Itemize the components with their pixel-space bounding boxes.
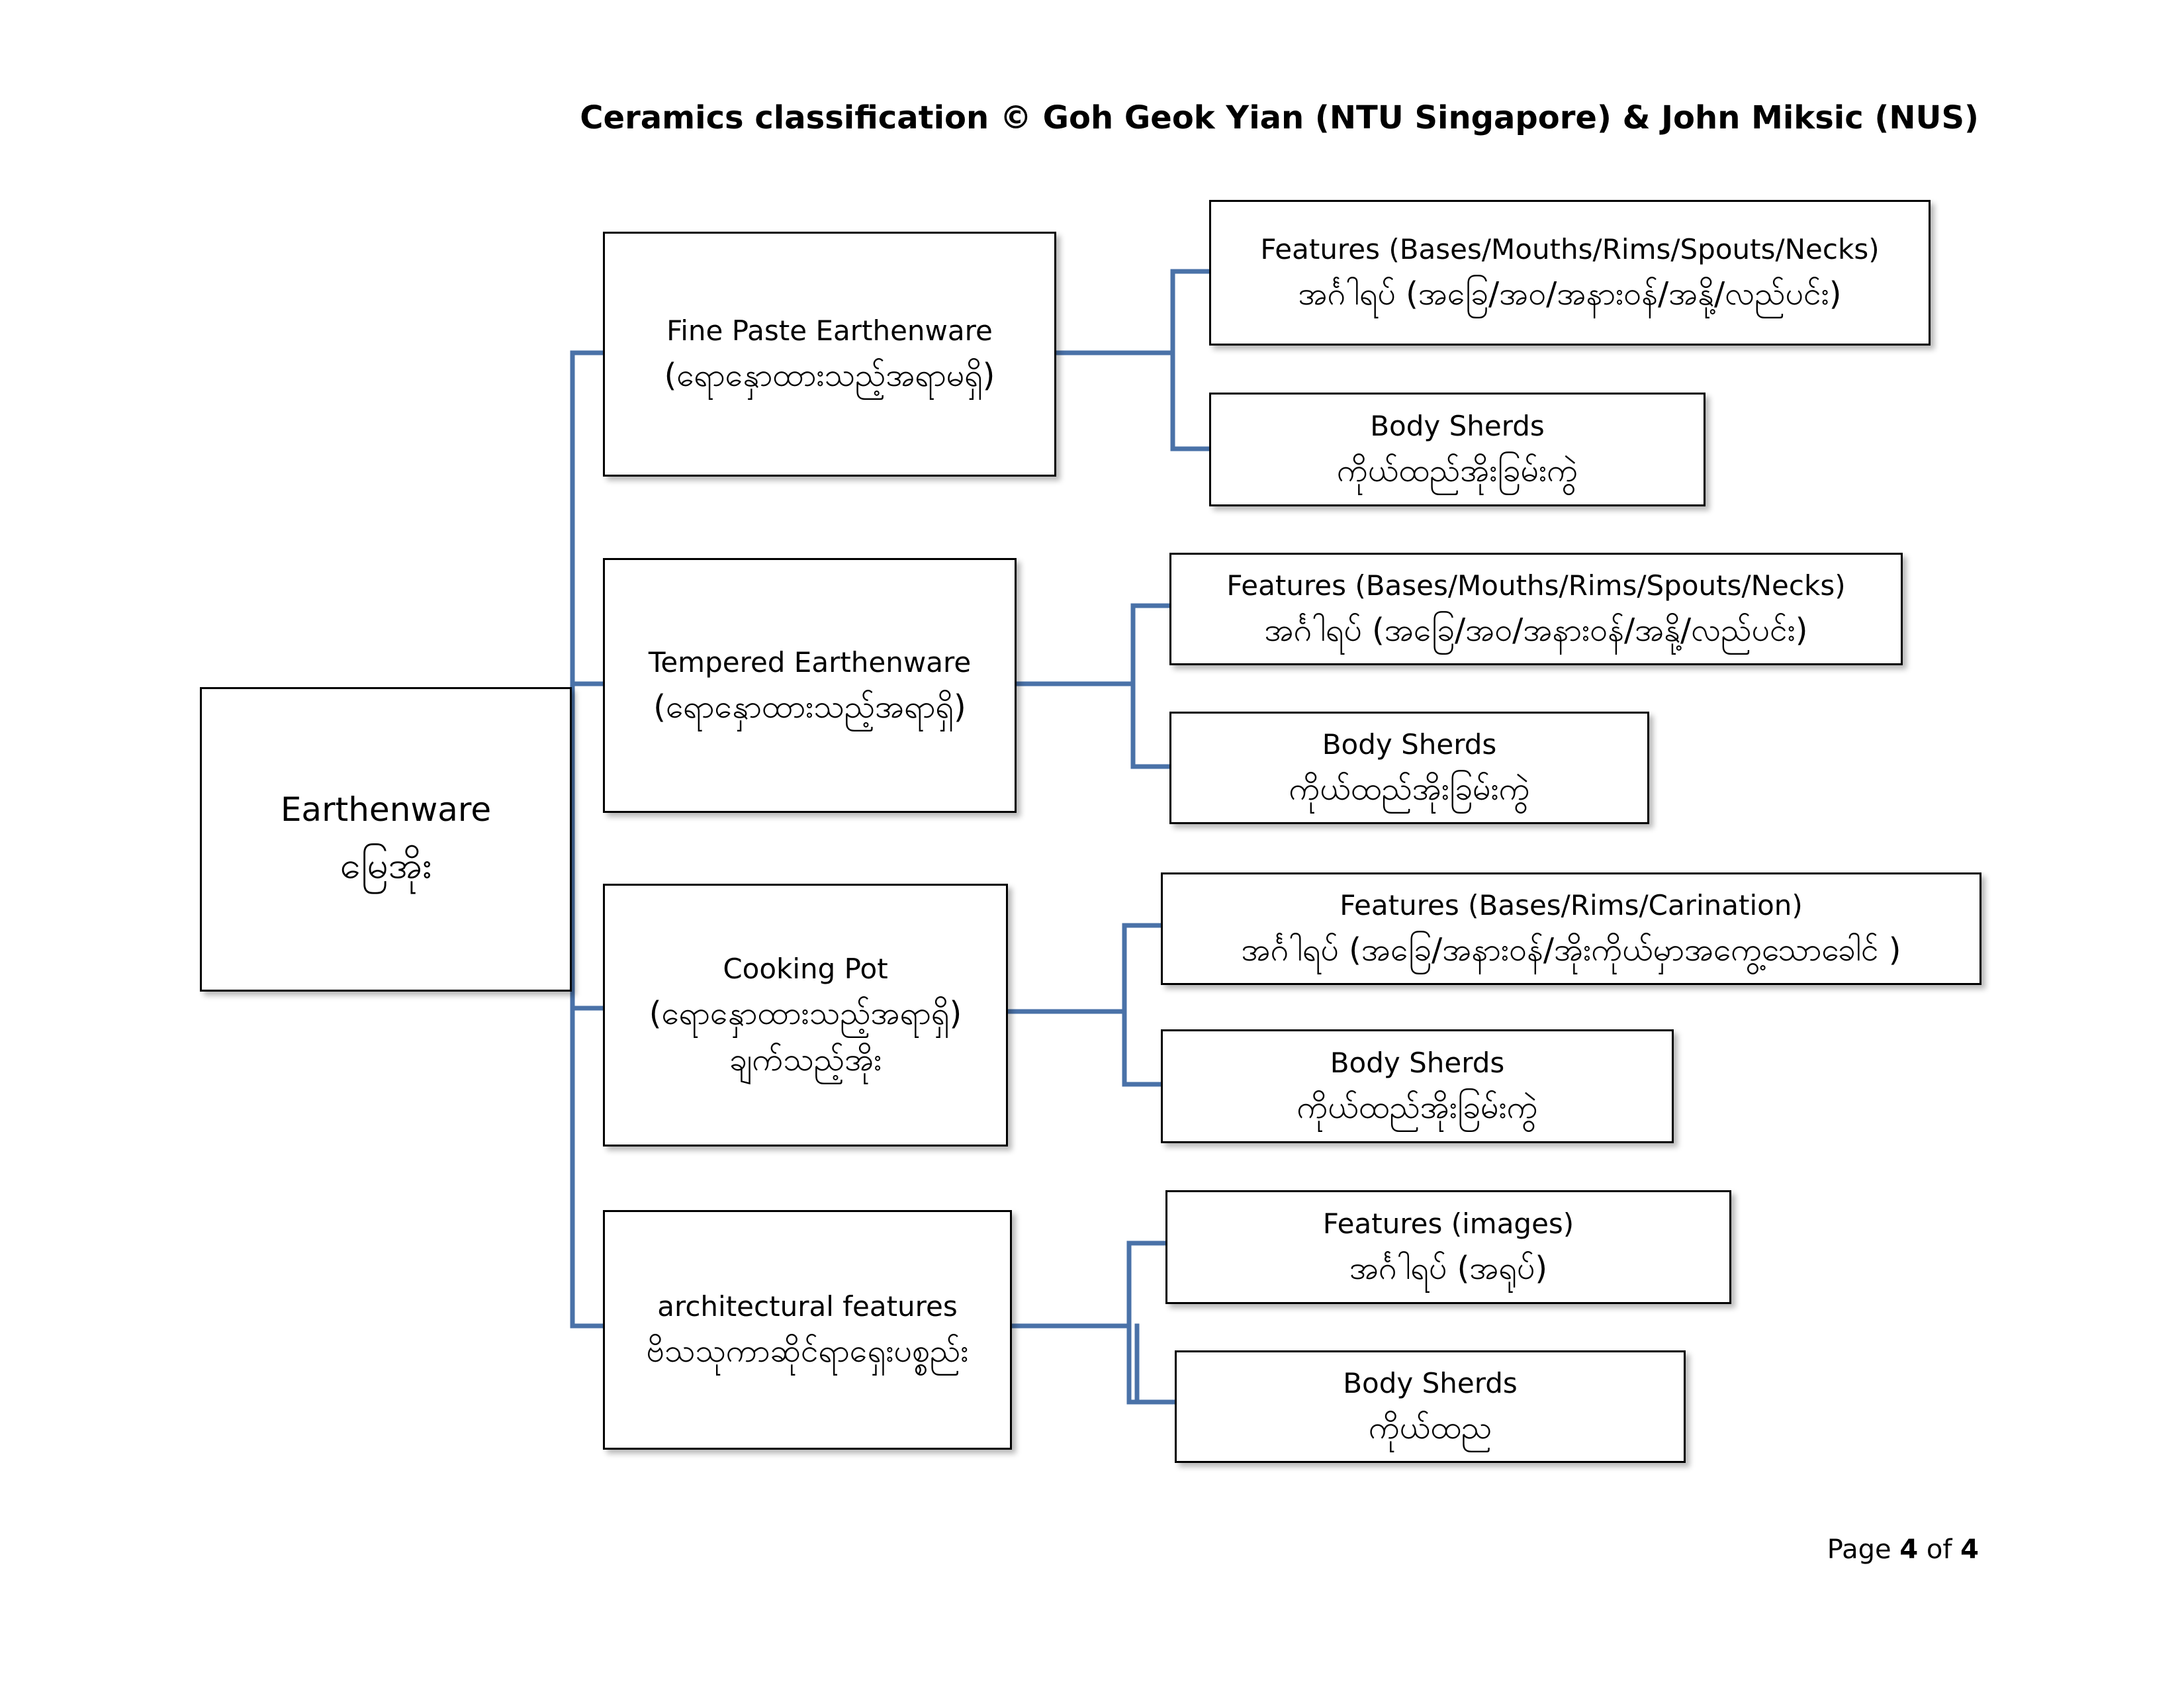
leaf-node-fine-paste-features: Features (Bases/Mouths/Rims/Spouts/Necks… <box>1209 200 1931 346</box>
connector-cooking-pot-branch <box>1005 923 1163 1087</box>
page-of: of <box>1926 1534 1952 1565</box>
leaf-label-en: Features (Bases/Mouths/Rims/Spouts/Necks… <box>1226 569 1846 602</box>
page-label: Page <box>1827 1534 1891 1565</box>
category-label-my: (ရောနှောထားသည့်အရာရှိ) <box>649 994 962 1032</box>
category-label-my: ဗိသသုကာဆိုင်ရာရှေးပစ္စည်း <box>646 1333 969 1370</box>
category-label-en: Tempered Earthenware <box>648 645 972 679</box>
root-label-en: Earthenware <box>280 790 492 829</box>
leaf-node-cooking-pot-features: Features (Bases/Rims/Carination) အင်္ဂါရ… <box>1161 872 1981 985</box>
leaf-node-cooking-pot-body-sherds: Body Sherds ကိုယ်ထည်အိုးခြမ်းကွဲ <box>1161 1029 1674 1143</box>
leaf-node-tempered-body-sherds: Body Sherds ကိုယ်ထည်အိုးခြမ်းကွဲ <box>1169 712 1649 824</box>
leaf-node-architectural-body-sherds: Body Sherds ကိုယ်ထည <box>1175 1350 1686 1463</box>
connector-tempered-branch <box>1014 603 1172 769</box>
leaf-node-fine-paste-body-sherds: Body Sherds ကိုယ်ထည်အိုးခြမ်းကွဲ <box>1209 393 1706 506</box>
leaf-label-my: အင်္ဂါရပ် (အခြေ/အဝ/အနားဝန်/အနို့/လည်ပင်း… <box>1264 612 1808 649</box>
category-label-en: Fine Paste Earthenware <box>666 314 993 347</box>
leaf-label-en: Features (Bases/Mouths/Rims/Spouts/Necks… <box>1260 233 1880 265</box>
category-label-my: (ရောနှောထားသည့်အရာရှိ) <box>653 688 966 726</box>
leaf-label-en: Features (Bases/Rims/Carination) <box>1340 889 1803 921</box>
category-label-en: architectural features <box>657 1290 958 1323</box>
leaf-label-my: ကိုယ်ထည <box>1368 1409 1492 1446</box>
leaf-label-my: အင်္ဂါရပ် (အခြေ/အဝ/အနားဝန်/အနို့/လည်ပင်း… <box>1298 275 1842 312</box>
leaf-label-en: Body Sherds <box>1343 1367 1518 1399</box>
leaf-label-en: Body Sherds <box>1370 410 1545 442</box>
category-label-my: (ရောနှောထားသည့်အရာမရှိ) <box>664 357 995 394</box>
leaf-label-my: ကိုယ်ထည်အိုးခြမ်းကွဲ <box>1297 1089 1538 1126</box>
category-node-tempered: Tempered Earthenware (ရောနှောထားသည့်အရာရ… <box>603 558 1017 813</box>
root-node-earthenware: Earthenware မြေအိုး <box>200 687 572 992</box>
page-current: 4 <box>1899 1534 1919 1565</box>
leaf-label-my: ကိုယ်ထည်အိုးခြမ်းကွဲ <box>1289 771 1530 808</box>
leaf-label-en: Body Sherds <box>1322 728 1497 761</box>
leaf-label-my: အင်္ဂါရပ် (အခြေ/အနားဝန်/အိုးကိုယ်မှာအကွေ… <box>1241 931 1901 968</box>
leaf-label-en: Body Sherds <box>1330 1047 1505 1079</box>
leaf-label-my: အင်္ဂါရပ် (အရုပ်) <box>1349 1250 1548 1287</box>
leaf-node-tempered-features: Features (Bases/Mouths/Rims/Spouts/Necks… <box>1169 553 1903 665</box>
category-node-fine-paste: Fine Paste Earthenware (ရောနှောထားသည့်အရ… <box>603 232 1056 477</box>
leaf-node-architectural-features: Features (images) အင်္ဂါရပ် (အရုပ်) <box>1165 1190 1731 1304</box>
category-node-architectural: architectural features ဗိသသုကာဆိုင်ရာရှေ… <box>603 1210 1012 1450</box>
root-label-my: မြေအိုး <box>340 844 432 887</box>
page-total: 4 <box>1960 1534 1979 1565</box>
leaf-label-my: ကိုယ်ထည်အိုးခြမ်းကွဲ <box>1336 452 1578 489</box>
page-number: Page 4 of 4 <box>1827 1534 1979 1565</box>
category-node-cooking-pot: Cooking Pot (ရောနှောထားသည့်အရာရှိ) ချက်သ… <box>603 884 1008 1147</box>
connector-architectural-branch <box>1009 1241 1177 1405</box>
page-title: Ceramics classification © Goh Geok Yian … <box>580 99 1979 136</box>
connector-fine-paste-branch <box>1054 269 1212 451</box>
leaf-label-en: Features (images) <box>1322 1207 1574 1240</box>
category-label-my-secondary: ချက်သည့်အိုး <box>729 1041 882 1078</box>
category-label-en: Cooking Pot <box>723 952 888 985</box>
